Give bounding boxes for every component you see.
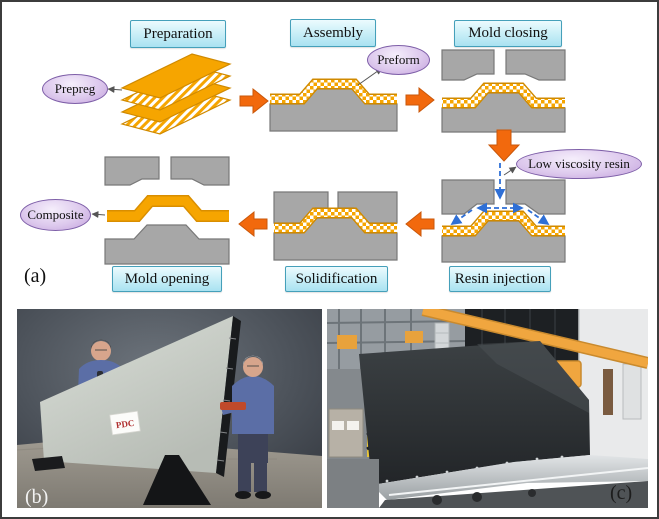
photo-c-graphics: (c)	[327, 309, 648, 508]
hoist-mid-icon	[405, 331, 423, 343]
resin-flow-dashed-arrow-icon	[450, 163, 550, 226]
step-box-solidification: Solidification	[285, 266, 388, 292]
flow-arrow-right-icon	[405, 86, 435, 114]
panel-b-letter: (b)	[25, 486, 48, 508]
callout-pointer-arrow-icon	[503, 166, 517, 176]
callout-low-viscosity-resin: Low viscosity resin	[516, 149, 642, 179]
flow-arrow-down-icon	[487, 129, 521, 162]
crane-beam	[421, 309, 648, 402]
person-right	[220, 355, 274, 499]
panel-a-letter: (a)	[24, 265, 47, 287]
composite-panel	[32, 316, 241, 477]
step-box-mold-closing: Mold closing	[454, 20, 562, 47]
flow-arrow-right-icon	[239, 87, 269, 115]
pdc-sticker: PDC	[109, 410, 141, 436]
assembly-mold	[269, 78, 398, 132]
floor-left	[327, 459, 379, 508]
callout-pointer-arrow-icon	[91, 211, 106, 218]
solidification-mold	[273, 191, 398, 261]
callout-pointer-arrow-icon	[107, 85, 123, 93]
panel-c-letter: (c)	[610, 482, 632, 504]
step-box-mold-opening: Mold opening	[112, 266, 222, 292]
composite-spar-panel	[359, 341, 590, 485]
panel-stand	[143, 455, 211, 505]
process-diagram-graphics	[91, 49, 566, 265]
door-frame	[603, 369, 613, 415]
photo-composite-demonstrator: PDC (b)	[17, 309, 322, 508]
tooling-base	[372, 455, 648, 508]
photo-wing-spar-factory: (c)	[327, 309, 648, 508]
step-box-preparation: Preparation	[130, 20, 226, 48]
mold-opening-mold	[104, 156, 230, 265]
callout-composite: Composite	[20, 199, 91, 231]
callout-prepreg: Prepreg	[42, 74, 108, 104]
callout-preform: Preform	[367, 45, 430, 75]
flow-arrow-left-icon	[405, 210, 435, 238]
prepreg-stack	[120, 53, 232, 135]
hoist-left-icon	[337, 335, 357, 349]
pdc-sticker-text: PDC	[115, 418, 135, 430]
flow-arrow-left-icon	[238, 210, 268, 238]
mold-closing-mold	[441, 49, 566, 133]
step-box-resin-injection: Resin injection	[449, 266, 551, 292]
resin-injection-mold	[441, 179, 566, 263]
photo-b-graphics: PDC (b)	[17, 309, 322, 508]
step-box-assembly: Assembly	[290, 19, 376, 47]
